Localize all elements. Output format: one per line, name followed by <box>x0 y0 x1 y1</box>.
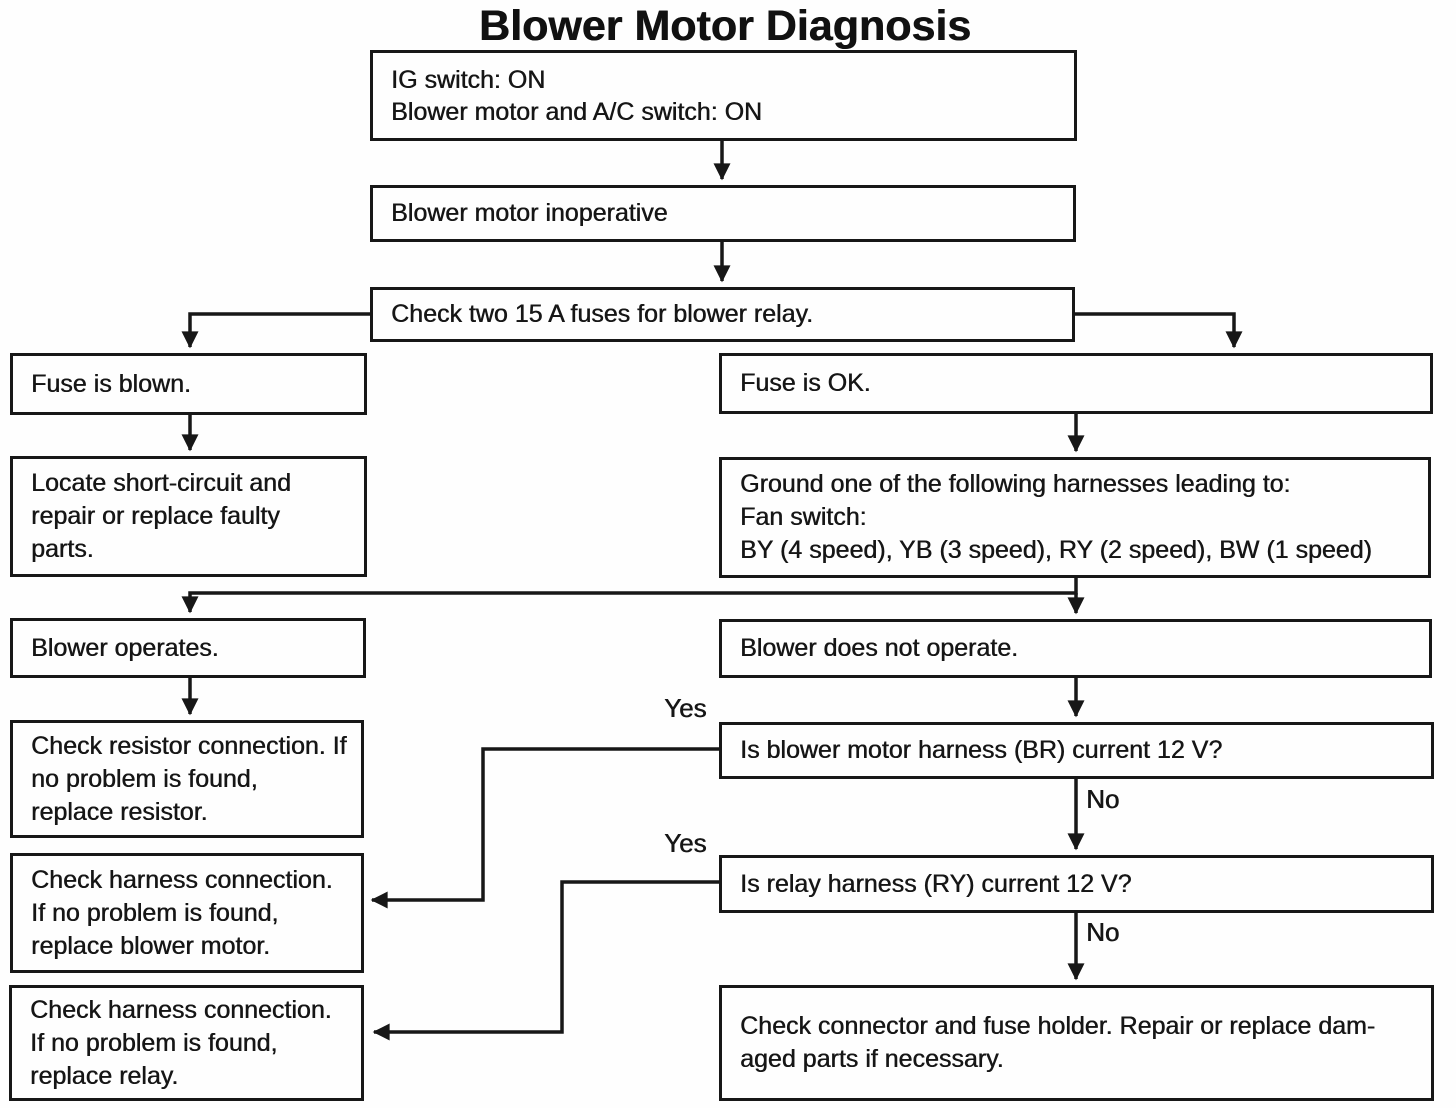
node-motor-harness-12v-line1: Is blower motor harness (BR) current 12 … <box>740 736 1223 764</box>
node-blower-does-not-operate-line1: Blower does not operate. <box>740 634 1018 662</box>
node-blower-operates: Blower operates. <box>10 618 366 678</box>
node-blower-operates-line1: Blower operates. <box>31 633 219 662</box>
node-check-harness-relay-line2: If no problem is found, <box>30 1028 278 1057</box>
node-check-fuses: Check two 15 A fuses for blower relay. <box>370 287 1075 342</box>
node-check-harness-motor-line3: replace blower motor. <box>31 931 271 960</box>
node-check-harness-motor-line2: If no problem is found, <box>31 898 279 927</box>
node-fuse-blown: Fuse is blown. <box>10 353 367 415</box>
node-check-resistor-line2: no problem is found, <box>31 764 258 793</box>
node-fuse-ok-line1: Fuse is OK. <box>740 369 871 397</box>
node-check-connector-line1: Check connector and fuse holder. Repair … <box>740 1012 1376 1040</box>
connector-checkfuses-to-fuseok <box>1074 312 1243 349</box>
node-check-resistor-line1: Check resistor connection. If <box>31 731 347 760</box>
node-check-resistor-line3: replace resistor. <box>31 797 208 826</box>
node-locate-short-circuit-line2: repair or replace faulty <box>31 502 280 530</box>
node-check-resistor: Check resistor connection. If no problem… <box>10 720 364 838</box>
node-check-connector: Check connector and fuse holder. Repair … <box>719 985 1434 1101</box>
node-check-harness-relay-line3: replace relay. <box>30 1061 179 1090</box>
node-ground-harness-line1: Ground one of the following harnesses le… <box>740 470 1291 498</box>
node-blower-inoperative-line1: Blower motor inoperative <box>391 199 668 227</box>
node-check-harness-relay-line1: Check harness connection. <box>30 995 332 1024</box>
connector-ground-to-bloweroperates <box>181 578 1078 614</box>
node-motor-harness-12v: Is blower motor harness (BR) current 12 … <box>719 722 1434 779</box>
page-title: Blower Motor Diagnosis <box>478 2 972 50</box>
node-ground-harness-line2: Fan switch: <box>740 503 867 531</box>
node-fuse-ok: Fuse is OK. <box>719 353 1433 414</box>
node-start-line1: IG switch: ON <box>391 65 546 94</box>
node-blower-does-not-operate: Blower does not operate. <box>719 619 1432 678</box>
node-start-line2: Blower motor and A/C switch: ON <box>391 97 762 126</box>
node-ground-harness-line3: BY (4 speed), YB (3 speed), RY (2 speed)… <box>740 536 1372 564</box>
node-check-harness-motor-line1: Check harness connection. <box>31 865 333 894</box>
edge-label-no-relay: No <box>1086 917 1120 947</box>
node-blower-inoperative: Blower motor inoperative <box>370 185 1076 242</box>
edge-label-yes-relay: Yes <box>664 828 707 858</box>
node-check-harness-motor: Check harness connection. If no problem … <box>10 853 364 973</box>
edge-label-yes-motor: Yes <box>664 693 707 723</box>
node-check-fuses-line1: Check two 15 A fuses for blower relay. <box>391 300 813 328</box>
node-fuse-blown-line1: Fuse is blown. <box>31 369 191 398</box>
node-check-harness-relay: Check harness connection. If no problem … <box>9 985 364 1101</box>
edge-label-no-motor: No <box>1086 784 1120 814</box>
connector-yes-motorharness-to-checkharnessmotor <box>370 747 719 909</box>
node-locate-short-circuit: Locate short-circuit and repair or repla… <box>10 456 367 577</box>
node-locate-short-circuit-line1: Locate short-circuit and <box>31 469 291 497</box>
node-relay-harness-12v: Is relay harness (RY) current 12 V? <box>719 855 1434 913</box>
node-ground-harness: Ground one of the following harnesses le… <box>719 457 1431 578</box>
node-locate-short-circuit-line3: parts. <box>31 535 94 563</box>
connector-checkfuses-to-fuseblown <box>181 312 372 349</box>
node-check-connector-line2: aged parts if necessary. <box>740 1045 1004 1073</box>
node-relay-harness-12v-line1: Is relay harness (RY) current 12 V? <box>740 869 1132 898</box>
connector-yes-relayharness-to-checkharnessrelay <box>372 880 719 1041</box>
node-start: IG switch: ON Blower motor and A/C switc… <box>370 50 1077 141</box>
